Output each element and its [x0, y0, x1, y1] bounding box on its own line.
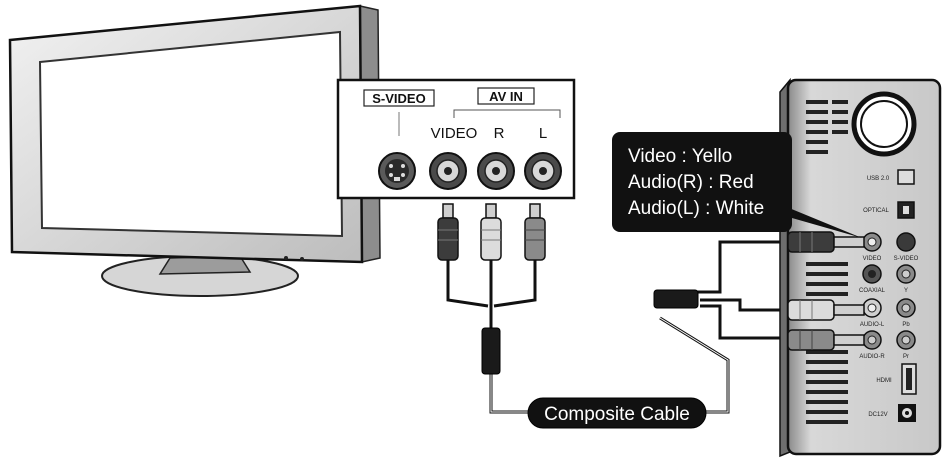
video-rca-jack — [429, 152, 467, 190]
player-video-plug — [787, 231, 865, 253]
player-audio-l-label: AUDIO-L — [860, 322, 885, 328]
avin-label: AV IN — [489, 89, 523, 104]
player-pr-label: Pr — [903, 354, 909, 360]
r-jack-label: R — [494, 125, 505, 142]
callout-line-audio-r: Audio(R) : Red — [628, 172, 754, 193]
callout-box — [612, 132, 792, 232]
cable-ferrite-core-right — [653, 289, 699, 309]
player-fan — [851, 91, 917, 157]
player-audio-r-plug — [787, 329, 865, 351]
composite-cable-text: Composite Cable — [544, 404, 690, 425]
tv-illustration — [8, 4, 381, 297]
callout-line-video: Video : Yello — [628, 146, 732, 167]
svideo-label-box — [363, 89, 435, 107]
hdmi-label: HDMI — [876, 378, 892, 384]
tv-r-plug — [480, 203, 502, 261]
player-y-label: Y — [904, 288, 908, 294]
avin-label-box — [477, 87, 535, 105]
media-player-back: USB 2.0 OPTICAL VIDEO S-VIDEO COAXIAL Y … — [779, 77, 942, 458]
video-jack-label: VIDEO — [431, 125, 478, 142]
color-legend-callout: Video : Yello Audio(R) : Red Audio(L) : … — [612, 132, 862, 238]
l-rca-jack — [524, 152, 562, 190]
player-audio-l-plug — [787, 299, 865, 321]
usb-port — [897, 169, 915, 185]
dc-label: DC12V — [868, 412, 887, 418]
player-svideo-jack — [896, 232, 916, 252]
tv-l-plug — [524, 203, 546, 261]
callout-line-audio-l: Audio(L) : White — [628, 198, 764, 219]
player-audio-r-label: AUDIO-R — [859, 354, 885, 360]
composite-cable-label: Composite Cable — [527, 397, 707, 429]
r-rca-jack — [477, 152, 515, 190]
player-pb-label: Pb — [902, 322, 910, 328]
usb-label: USB 2.0 — [867, 176, 890, 182]
tv-sensor — [300, 257, 304, 261]
svideo-jack — [378, 152, 416, 190]
l-jack-label: L — [539, 125, 547, 142]
avin-bracket — [453, 109, 561, 118]
player-svideo-label: S-VIDEO — [894, 256, 919, 262]
svideo-label: S-VIDEO — [372, 91, 425, 106]
optical-label: OPTICAL — [863, 208, 889, 214]
tv-power-led — [284, 256, 288, 260]
tv-video-plug — [437, 203, 459, 261]
cable-ferrite-core-left — [481, 327, 501, 375]
tv-screen — [38, 30, 344, 238]
tv-av-panel: S-VIDEO AV IN VIDEO R L — [336, 78, 576, 200]
cable-wire-highlights — [490, 317, 729, 413]
player-vents — [806, 100, 848, 424]
player-coaxial-label: COAXIAL — [859, 288, 886, 294]
composite-cable-wires — [446, 240, 790, 414]
player-video-label: VIDEO — [863, 256, 882, 262]
